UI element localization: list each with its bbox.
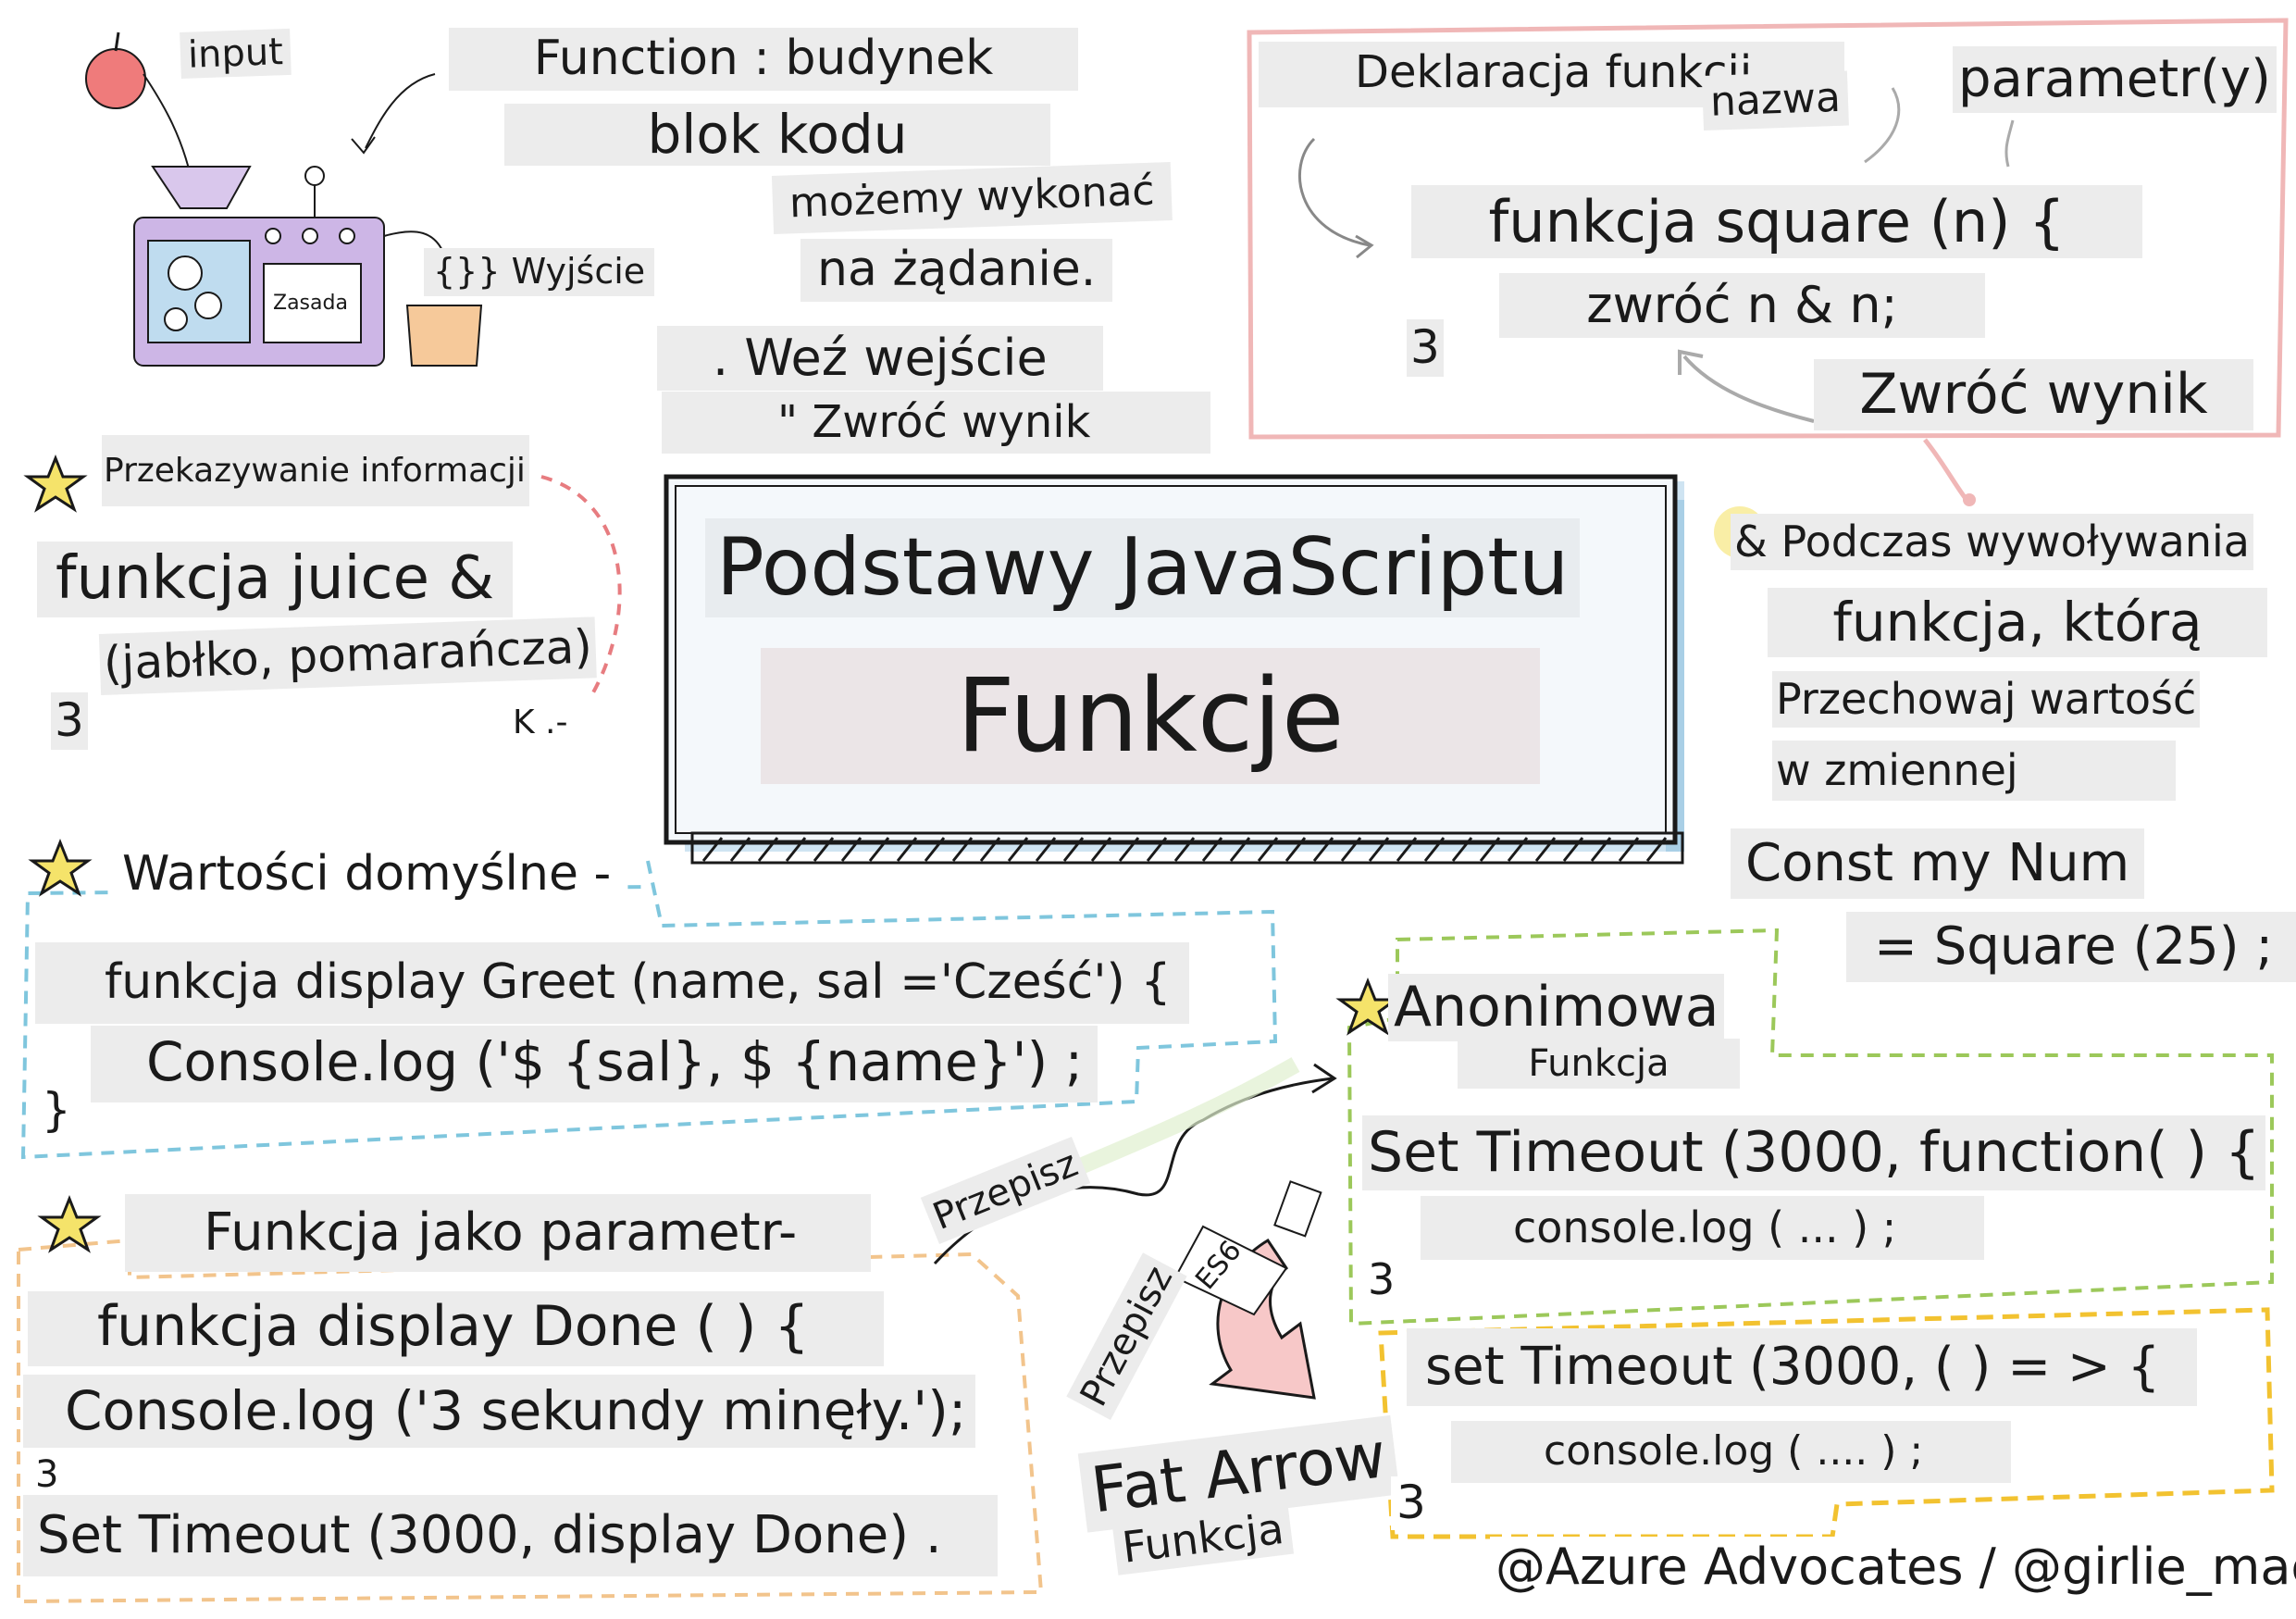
star-icon (37, 1194, 102, 1253)
calling-line-1: & Podczas wywoływania (1731, 514, 2253, 570)
passing-code-1: funkcja juice & (37, 542, 514, 617)
intro-line-1: Function : budynek (449, 28, 1078, 91)
function-machine-illustration (85, 31, 483, 367)
credit-text: @Azure Advocates / @girlie_mac (1490, 1537, 2296, 1599)
as-param-heading: Funkcja jako parametr- (125, 1194, 872, 1273)
as-param-code-3: Set Timeout (3000, display Done) . (23, 1495, 998, 1577)
declaration-code-1: funkcja square (n) { (1411, 185, 2142, 259)
rewrite-label-upper: Przepisz (920, 1137, 1091, 1244)
declaration-brace: 3 (1407, 319, 1444, 377)
declaration-code-2: zwróć n & n; (1499, 273, 1985, 339)
rewrite-label-lower: Przepisz (1066, 1252, 1187, 1420)
fat-arrow-code-2: console.log ( .... ) ; (1451, 1421, 2012, 1483)
intro-line-2: blok kodu (504, 104, 1050, 166)
defaults-heading: Wartości domyślne - (111, 838, 623, 912)
intro-line-3: możemy wykonać (771, 161, 1173, 234)
as-param-code-2: Console.log ('3 sekundy minęły.'); (23, 1375, 976, 1448)
calling-code-2: = Square (25) ; (1846, 912, 2296, 983)
anonymous-code-1: Set Timeout (3000, function( ) { (1362, 1115, 2266, 1190)
declaration-params-label: parametr(y) (1953, 46, 2277, 114)
intro-line-6: " Zwróć wynik (662, 392, 1211, 455)
declaration-name-label: nazwa (1701, 70, 1849, 131)
calling-line-4: w zmiennej (1772, 741, 2176, 801)
es6-label: ES6 (1189, 1234, 1248, 1296)
passing-heading: Przekazywanie informacji (102, 435, 529, 507)
calling-line-3: Przechowaj wartość (1772, 671, 2201, 728)
calling-code-1: Const my Num (1731, 828, 2145, 900)
passing-code-2: (jabłko, pomarańcza) (98, 616, 597, 695)
machine-output-label: {}} Wyjście (424, 248, 655, 296)
as-param-code-1: funkcja display Done ( ) { (28, 1291, 884, 1366)
star-icon (28, 838, 93, 897)
intro-line-4: na żądanie. (800, 239, 1113, 302)
anonymous-code-2: console.log ( ... ) ; (1421, 1196, 1985, 1260)
intro-line-5: . Weź wejście (657, 326, 1103, 392)
declaration-return-label: Zwróć wynik (1814, 359, 2253, 430)
star-icon (1335, 977, 1400, 1036)
as-param-brace: 3 (35, 1453, 59, 1496)
machine-input-label: input (180, 28, 292, 79)
page-title: Podstawy JavaScriptu (705, 518, 1581, 617)
defaults-code-2: Console.log ('$ {sal}, $ {name}') ; (91, 1026, 1098, 1102)
passing-brace: 3 (51, 692, 88, 750)
anonymous-heading: Anonimowa (1388, 974, 1725, 1041)
machine-rule-label: Zasada (273, 292, 348, 315)
defaults-brace: } (42, 1083, 71, 1137)
passing-tail: K .- (507, 702, 574, 744)
defaults-code-1: funkcja display Greet (name, sal ='Cześć… (35, 942, 1190, 1024)
page-subtitle: Funkcje (761, 648, 1540, 784)
anonymous-sub: Funkcja (1458, 1039, 1740, 1089)
star-icon (23, 454, 88, 513)
fat-arrow-code-1: set Timeout (3000, ( ) = > { (1407, 1328, 2198, 1407)
anonymous-brace: 3 (1368, 1254, 1396, 1304)
calling-line-2: funkcja, którą (1768, 588, 2267, 657)
fat-arrow-brace: 3 (1391, 1476, 1432, 1530)
